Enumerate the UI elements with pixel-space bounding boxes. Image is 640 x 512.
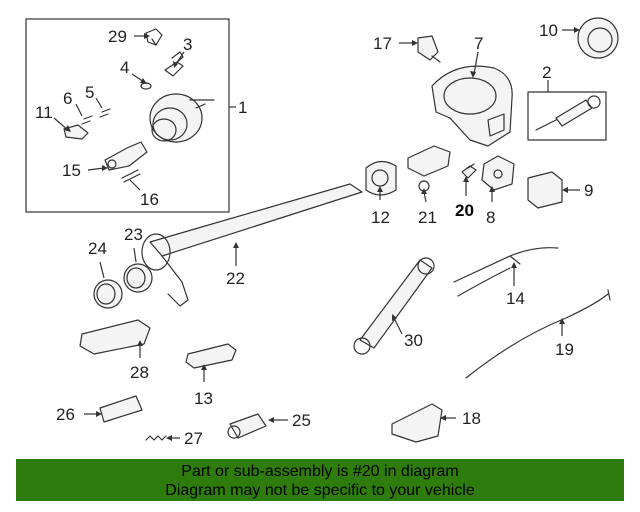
part-bracket-13 <box>185 343 237 369</box>
callout-27: 27 <box>184 429 203 448</box>
callout-13: 13 <box>194 389 213 408</box>
callout-30: 30 <box>404 331 423 350</box>
part-clip-3 <box>164 51 184 77</box>
part-bolt-kit-2 <box>527 91 607 141</box>
part-shield-26 <box>99 395 143 423</box>
part-actuator-15 <box>104 141 148 171</box>
banner-line-1: Part or sub-assembly is #20 in diagram <box>181 463 459 480</box>
banner-line-2: Diagram may not be specific to your vehi… <box>165 482 475 499</box>
callout-24: 24 <box>88 239 107 258</box>
info-banner: Part or sub-assembly is #20 in diagram D… <box>16 459 624 501</box>
callout-23: 23 <box>124 225 143 244</box>
inset-frame <box>25 18 230 213</box>
callout-21: 21 <box>418 208 437 227</box>
part-switch-8 <box>481 155 515 191</box>
part-bracket-28 <box>79 319 151 355</box>
callout-14: 14 <box>506 289 525 308</box>
part-switch-11 <box>63 124 89 140</box>
callout-3: 3 <box>183 35 192 54</box>
callout-18: 18 <box>462 409 481 428</box>
callout-1: 1 <box>238 98 247 117</box>
callout-16: 16 <box>140 190 159 209</box>
callout-22: 22 <box>226 269 245 288</box>
part-ring-23 <box>123 263 153 293</box>
callout-19: 19 <box>555 340 574 359</box>
callout-17: 17 <box>373 34 392 53</box>
part-cable-19 <box>465 289 611 379</box>
callout-4: 4 <box>120 58 129 77</box>
part-module-9 <box>527 171 563 209</box>
parts-diagram: 1 2 3 4 5 6 7 8 9 10 11 12 13 14 15 16 1… <box>25 17 619 448</box>
callout-28: 28 <box>130 363 149 382</box>
part-shaft-30 <box>353 257 435 355</box>
part-spring-clip <box>145 28 163 46</box>
part-screws-5-6 <box>81 108 111 125</box>
callout-29: 29 <box>108 27 127 46</box>
part-clip-20 <box>461 163 477 179</box>
callout-9: 9 <box>584 181 593 200</box>
part-bracket-18 <box>391 403 443 443</box>
callout-11: 11 <box>35 103 53 122</box>
callout-2: 2 <box>542 63 551 82</box>
callout-5: 5 <box>85 83 94 102</box>
callout-10: 10 <box>539 21 558 40</box>
part-shroud-7 <box>431 65 513 147</box>
part-sensor-17 <box>417 35 441 63</box>
part-cable-14 <box>453 247 559 297</box>
part-pin-4 <box>140 82 152 90</box>
callout-26: 26 <box>56 405 75 424</box>
part-switch-21 <box>407 145 451 192</box>
part-cover-10 <box>577 17 619 59</box>
part-pin-16 <box>121 169 141 183</box>
part-ring-24 <box>93 279 123 309</box>
callout-6: 6 <box>63 89 72 108</box>
callout-7: 7 <box>474 34 483 53</box>
callout-20: 20 <box>455 201 474 220</box>
callout-15: 15 <box>62 161 81 180</box>
part-spring-27 <box>145 435 167 441</box>
part-lock-cylinder-housing <box>149 93 215 143</box>
part-lock-25 <box>227 413 267 439</box>
callout-8: 8 <box>486 208 495 227</box>
callout-12: 12 <box>371 208 390 227</box>
part-column-tube-22 <box>141 183 363 307</box>
callout-25: 25 <box>292 411 311 430</box>
